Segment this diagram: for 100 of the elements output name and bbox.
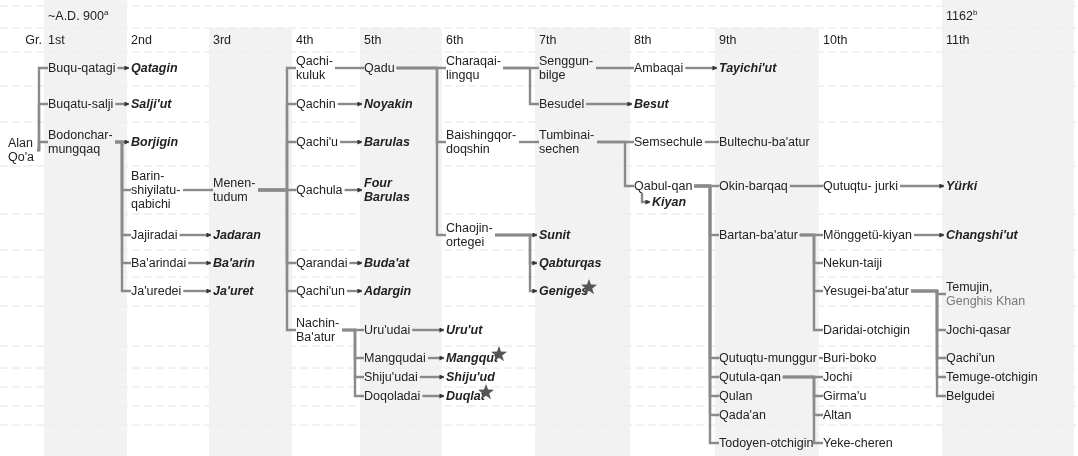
connector-line — [911, 289, 946, 398]
generation-label: 9th — [719, 33, 737, 47]
person-name: Qadu — [364, 61, 395, 75]
clan-name: Besut — [634, 97, 669, 111]
connector-line — [115, 140, 131, 293]
clan-name: Salji'ut — [131, 97, 172, 111]
connector-line — [596, 66, 634, 70]
clan-name: Tayichi'ut — [719, 61, 777, 75]
clan-name: Yürki — [946, 179, 978, 193]
person-name: Baishingqor-doqshin — [446, 128, 517, 156]
arrow — [685, 65, 718, 71]
person-name: Buqu-qatagi — [48, 61, 116, 75]
generation-label: 10th — [823, 33, 848, 47]
person-name: Qachi-kuluk — [296, 54, 333, 82]
arrow — [179, 232, 212, 238]
arrow — [344, 187, 363, 193]
generation-label: 2nd — [131, 33, 152, 47]
person-name: Qutuqtu- jurki — [823, 179, 899, 193]
arrow — [419, 374, 445, 380]
connector-line — [396, 66, 446, 237]
person-name: Belgudei — [946, 389, 995, 403]
generation-label: 3rd — [213, 33, 232, 47]
person-name: Charaqai-lingqu — [446, 54, 501, 82]
person-name: Qutula-qan — [719, 370, 781, 384]
person-name: Qachula — [296, 183, 343, 197]
arrow — [640, 193, 651, 205]
person-name: Shiju'udai — [364, 370, 418, 384]
person-name: Ja'uredei — [131, 284, 182, 298]
clan-name: Noyakin — [364, 97, 413, 111]
arrow — [495, 233, 538, 294]
clan-name: Sunit — [539, 228, 571, 242]
generation-label: 11th — [946, 33, 970, 47]
arrow — [412, 327, 445, 333]
title-text: Genghis Khan — [946, 294, 1026, 308]
arrow — [337, 101, 363, 107]
clan-name: Changshi'ut — [946, 228, 1018, 242]
arrow — [117, 65, 130, 71]
person-name: Bultechu-ba'atur — [719, 135, 810, 149]
clan-name: Ba'arin — [213, 256, 255, 270]
person-name: Besudel — [539, 97, 585, 111]
person-name: Mangqudai — [364, 351, 426, 365]
arrow — [422, 393, 445, 399]
arrow — [427, 355, 445, 361]
person-name: Yeke-cheren — [823, 436, 893, 450]
arrow — [115, 101, 130, 107]
person-name: Qachin — [296, 97, 336, 111]
person-name: Menen-tudum — [213, 176, 256, 204]
person-name: Altan — [823, 408, 852, 422]
person-name: Jochi — [823, 370, 853, 384]
person-name: Temujin, — [946, 280, 994, 294]
person-name: Ambaqai — [634, 61, 684, 75]
person-name: Nachin-Ba'atur — [296, 316, 340, 344]
connector-line — [183, 188, 213, 192]
person-name: Alan Qo'a — [8, 136, 35, 164]
arrow — [340, 139, 363, 145]
clan-name: Qabturqas — [539, 256, 602, 270]
person-name: Buri-boko — [823, 351, 877, 365]
person-name: Barin-shiyilatu-qabichi — [131, 169, 181, 211]
clan-name: Geniges — [539, 284, 589, 298]
connector-line — [503, 66, 539, 106]
date-label: 1162$^{b}$ — [946, 7, 978, 24]
connector-line — [789, 184, 823, 188]
person-name: Jochi-qasar — [946, 323, 1011, 337]
clan-name: Kiyan — [652, 195, 687, 209]
connector-line — [704, 140, 719, 144]
person-name: Yesugei-ba'atur — [823, 284, 910, 298]
clan-name: Shiju'ud — [446, 370, 495, 384]
arrow — [188, 260, 212, 266]
generation-label: 4th — [296, 33, 314, 47]
connector-line — [799, 233, 823, 332]
clan-name: Uru'ut — [446, 323, 483, 337]
generation-label: 8th — [634, 33, 652, 47]
person-name: Doqoladai — [364, 389, 421, 403]
clan-name: Mangqut — [446, 351, 499, 365]
clan-name: Buda'at — [364, 256, 410, 270]
person-name: Qutuqtu-munggur — [719, 351, 817, 365]
arrow — [586, 101, 633, 107]
person-name: Buqatu-salji — [48, 97, 114, 111]
person-name: Uru'udai — [364, 323, 411, 337]
person-name: Bartan-ba'atur — [719, 228, 798, 242]
clan-name: Qatagin — [131, 61, 178, 75]
person-name: Qada'an — [719, 408, 766, 422]
generation-label: 6th — [446, 33, 464, 47]
person-name: Semsechule — [634, 135, 703, 149]
person-name: Bodonchar-mungqaq — [48, 128, 113, 156]
person-name: Qulan — [719, 389, 753, 403]
clan-name: Borjigin — [131, 135, 179, 149]
person-name: Qabul-qan — [634, 179, 693, 193]
connector-line — [519, 140, 539, 144]
person-name: Ba'arindai — [131, 256, 187, 270]
clan-name: Four Barulas — [364, 176, 410, 204]
person-name: Qarandai — [296, 256, 348, 270]
clan-name: Duqlat — [446, 389, 485, 403]
connector-line — [597, 140, 634, 188]
arrow — [349, 260, 363, 266]
date-label: ~A.D. 900$^{a}$ — [48, 7, 109, 24]
clan-name: Barulas — [364, 135, 410, 149]
arrow — [913, 232, 945, 238]
person-name: Nekun-taiji — [823, 256, 883, 270]
person-name: Chaojin-ortegei — [446, 221, 493, 249]
